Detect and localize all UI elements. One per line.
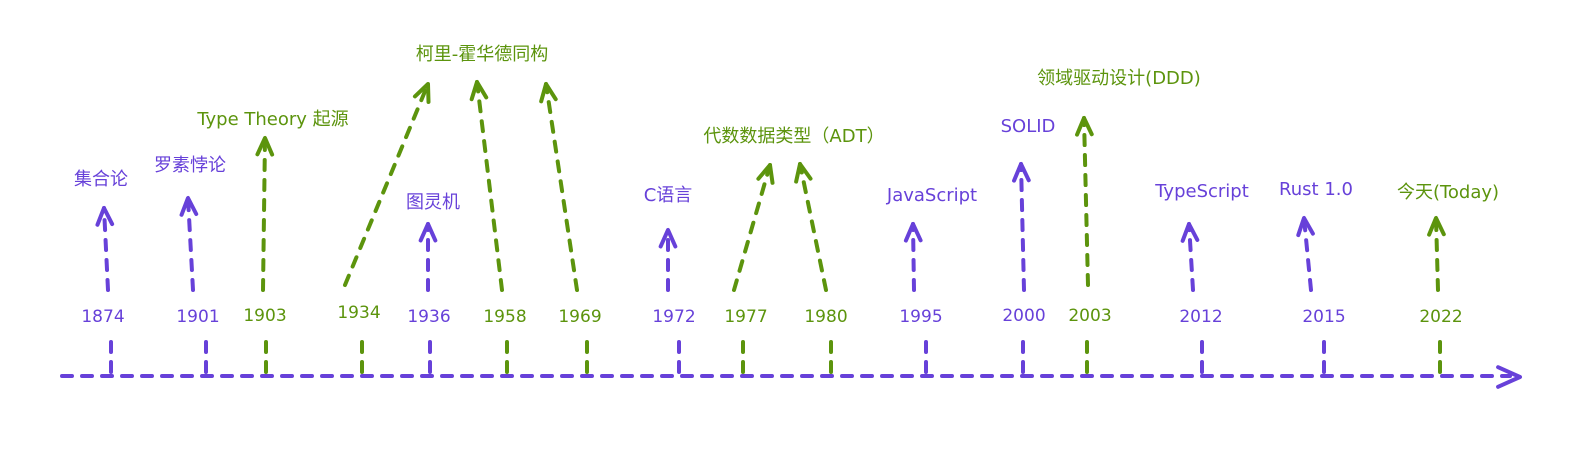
event-set-theory: 集合论 xyxy=(74,169,128,190)
event-solid: SOLID xyxy=(1000,116,1056,137)
arrow-2012 xyxy=(1187,222,1195,292)
arrow-1977 xyxy=(732,163,772,292)
arrow-1903-head xyxy=(255,136,275,157)
event-rust: Rust 1.0 xyxy=(1279,179,1353,200)
arrow-1901 xyxy=(186,196,195,292)
year-1958: 1958 xyxy=(483,307,527,327)
year-1903: 1903 xyxy=(243,306,287,326)
arrow-2000 xyxy=(1019,162,1026,292)
arrow-2000-head xyxy=(1012,162,1031,183)
arrow-1995-head xyxy=(903,222,923,243)
event-javascript: JavaScript xyxy=(886,185,978,206)
arrow-1901-head xyxy=(179,196,199,217)
arrow-1958-head xyxy=(469,80,489,102)
year-1874: 1874 xyxy=(81,307,125,327)
arrow-2003 xyxy=(1082,116,1090,287)
year-2003: 2003 xyxy=(1068,306,1112,326)
event-type-theory: Type Theory 起源 xyxy=(197,109,349,130)
arrow-2003-head xyxy=(1075,116,1094,137)
arrow-2012-head xyxy=(1180,222,1200,243)
event-turing-machine: 图灵机 xyxy=(406,192,460,213)
arrow-2015 xyxy=(1302,216,1313,292)
arrow-1969 xyxy=(544,82,579,292)
year-1969: 1969 xyxy=(558,307,602,327)
arrow-1936-head xyxy=(418,222,438,243)
arrow-1972-head xyxy=(658,228,678,249)
year-1901: 1901 xyxy=(176,307,220,327)
year-1977: 1977 xyxy=(724,307,768,327)
arrow-1958 xyxy=(475,80,504,292)
year-1980: 1980 xyxy=(804,307,848,327)
event-ddd: 领域驱动设计(DDD) xyxy=(1037,68,1201,89)
event-c-language: C语言 xyxy=(643,185,693,206)
arrow-2022 xyxy=(1434,216,1440,292)
event-adt: 代数数据类型（ADT） xyxy=(703,126,885,147)
timeline-axis-arrowhead xyxy=(1496,365,1522,389)
arrow-1934 xyxy=(343,82,430,287)
year-2022: 2022 xyxy=(1419,307,1463,327)
arrow-2022-head xyxy=(1427,216,1446,237)
year-2012: 2012 xyxy=(1179,307,1223,327)
arrow-1995 xyxy=(911,222,916,292)
event-russell-paradox: 罗素悖论 xyxy=(154,155,226,176)
year-2015: 2015 xyxy=(1302,307,1346,327)
year-1972: 1972 xyxy=(652,307,696,327)
event-today: 今天(Today) xyxy=(1396,182,1500,203)
arrow-1903 xyxy=(261,136,267,292)
year-1936: 1936 xyxy=(407,307,451,327)
event-typescript: TypeScript xyxy=(1155,181,1249,202)
arrow-1934-head xyxy=(412,82,431,104)
year-1995: 1995 xyxy=(899,307,943,327)
event-curry-howard: 柯里-霍华德同构 xyxy=(415,44,549,65)
year-2000: 2000 xyxy=(1002,306,1046,326)
arrow-2015-head xyxy=(1296,216,1315,238)
arrow-1980-head xyxy=(794,162,813,184)
arrow-1874-head xyxy=(95,206,115,227)
arrow-1977-head xyxy=(756,163,775,185)
arrow-1969-head xyxy=(539,82,558,104)
arrow-1874 xyxy=(102,206,110,292)
year-1934: 1934 xyxy=(337,303,381,323)
arrow-1980 xyxy=(798,162,828,292)
